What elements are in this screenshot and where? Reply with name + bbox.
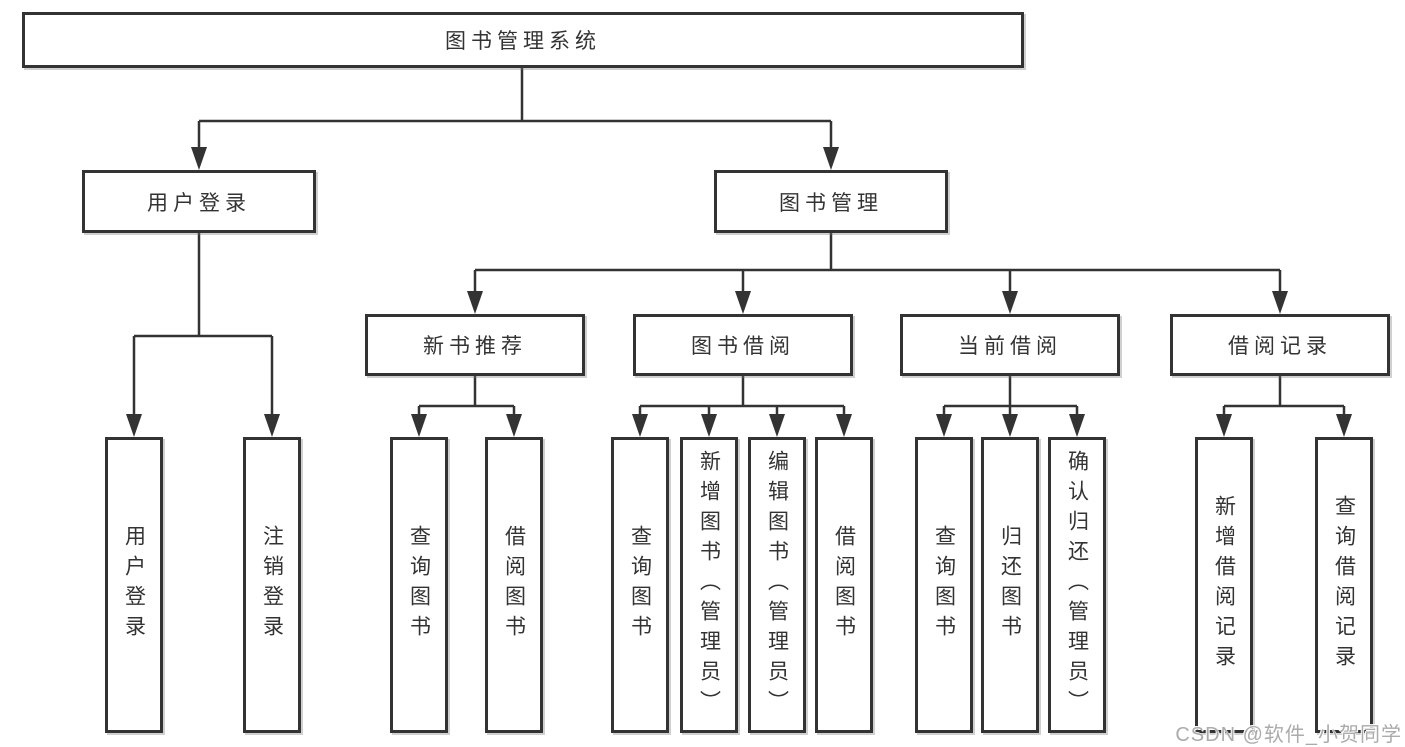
node-label: 借阅图书 (502, 525, 526, 645)
node-new-book-recommend: 新书推荐 (365, 314, 585, 376)
node-label: 查询图书 (407, 525, 431, 645)
node-label: 用户登录 (147, 191, 251, 215)
arrowhead-icon (1272, 291, 1288, 314)
arrowhead-icon (823, 147, 839, 170)
connector-borrow-records-children (1222, 376, 1346, 416)
node-label: 查询借阅记录 (1332, 495, 1356, 675)
node-label: 编辑图书（管理员） (765, 450, 789, 720)
arrowhead-icon (1002, 291, 1018, 314)
arrowhead-icon (769, 414, 785, 437)
arrowhead-icon (1216, 414, 1232, 437)
leaf-user-login: 用户登录 (105, 437, 163, 733)
leaf-borrow-books-recommend: 借阅图书 (485, 437, 543, 733)
connector-new-book-recommend-children (417, 376, 516, 416)
leaf-query-books-borrow: 查询图书 (611, 437, 669, 733)
leaf-return-books: 归还图书 (981, 437, 1039, 733)
arrowhead-icon (632, 414, 648, 437)
arrowhead-icon (1069, 414, 1085, 437)
node-label: 新增图书（管理员） (697, 450, 721, 720)
node-label: 借阅图书 (832, 525, 856, 645)
node-label: 查询图书 (932, 525, 956, 645)
node-book-borrow: 图书借阅 (633, 314, 853, 376)
node-label: 确认归还（管理员） (1065, 450, 1089, 720)
arrowhead-icon (701, 414, 717, 437)
connector-user-login-children (132, 233, 274, 416)
arrowhead-icon (191, 147, 207, 170)
node-label: 图书管理 (779, 191, 883, 215)
arrowhead-icon (836, 414, 852, 437)
leaf-logout: 注销登录 (243, 437, 301, 733)
leaf-confirm-return-admin: 确认归还（管理员） (1048, 437, 1106, 733)
connector-current-borrow-children (942, 376, 1079, 416)
node-book-management: 图书管理 (714, 170, 948, 233)
arrowhead-icon (1002, 414, 1018, 437)
node-label: 新书推荐 (423, 335, 527, 358)
node-current-borrow: 当前借阅 (900, 314, 1120, 376)
node-borrow-records: 借阅记录 (1170, 314, 1390, 376)
leaf-query-books-recommend: 查询图书 (390, 437, 448, 733)
node-label: 新增借阅记录 (1212, 495, 1236, 675)
leaf-add-borrow-record: 新增借阅记录 (1195, 437, 1253, 733)
node-library-system: 图书管理系统 (22, 12, 1024, 68)
leaf-query-books-current: 查询图书 (915, 437, 973, 733)
arrowhead-icon (411, 414, 427, 437)
connector-root-to-level1 (197, 68, 833, 150)
csdn-watermark: CSDN @软件_小贺同学 (1175, 724, 1402, 746)
arrowhead-icon (735, 291, 751, 314)
node-label: 归还图书 (998, 525, 1022, 645)
arrowhead-icon (936, 414, 952, 437)
node-label: 借阅记录 (1228, 335, 1332, 358)
node-label: 用户登录 (122, 525, 146, 645)
node-label: 图书管理系统 (445, 30, 601, 53)
leaf-query-borrow-record: 查询借阅记录 (1315, 437, 1373, 733)
arrowhead-icon (467, 291, 483, 314)
arrowhead-icon (126, 414, 142, 437)
node-label: 当前借阅 (958, 335, 1062, 358)
connector-book-borrow-children (638, 376, 846, 416)
arrowhead-icon (1336, 414, 1352, 437)
node-user-login: 用户登录 (82, 170, 316, 233)
node-label: 注销登录 (260, 525, 284, 645)
node-label: 图书借阅 (691, 335, 795, 358)
arrowhead-icon (264, 414, 280, 437)
node-label: 查询图书 (628, 525, 652, 645)
leaf-edit-books-admin: 编辑图书（管理员） (748, 437, 806, 733)
leaf-add-books-admin: 新增图书（管理员） (680, 437, 738, 733)
connector-book-management-children (473, 233, 1282, 293)
leaf-borrow-books: 借阅图书 (815, 437, 873, 733)
arrowhead-icon (506, 414, 522, 437)
